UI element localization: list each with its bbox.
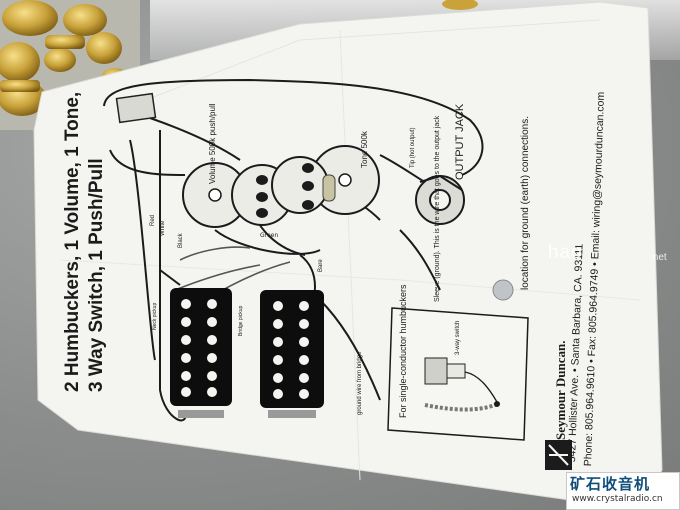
ground-wire-label: ground wire from bridge — [357, 351, 363, 415]
credit-name: 矿石收音机 — [570, 475, 651, 493]
wire-label-white: White — [160, 220, 166, 236]
wire-label-bare: Bare — [318, 259, 324, 272]
bridge-pickup-label: Bridge pickup — [238, 305, 244, 336]
sleeve-note: Sleeve (ground). This is the wire that g… — [434, 115, 441, 302]
ground-dot-icon — [492, 279, 514, 301]
wire-label-black: Black — [178, 233, 184, 248]
gold-part-top — [442, 0, 478, 10]
solder-note: location for ground (earth) connections. — [520, 116, 531, 290]
single-conductor-inset — [387, 307, 529, 441]
credit-badge — [566, 472, 680, 510]
tip-label: Tip (hot output) — [410, 127, 416, 168]
neck-pickup — [170, 288, 232, 418]
wire-label-red: Red — [150, 214, 156, 226]
tone-label: Tone 500k — [360, 131, 369, 168]
bridge-pickup — [260, 290, 324, 418]
switch-label: 3-way switch — [455, 320, 461, 355]
tone-capacitor — [322, 174, 336, 202]
watermark-text: hao — [548, 242, 583, 263]
output-jack-label: OUTPUT JACK — [454, 103, 466, 180]
output-jack — [415, 174, 465, 225]
neck-pickup-label: Neck pickup — [152, 302, 158, 330]
gold-tuners-image — [0, 0, 140, 130]
switch-box — [115, 92, 157, 124]
credit-url: www.crystalradio.cn — [572, 494, 663, 504]
diagram-title-line-2: 3 Way Switch, 1 Push/Pull — [86, 158, 107, 392]
single-conductor-heading: For single-conductor humbuckers — [398, 284, 408, 418]
seymour-duncan-logo — [545, 440, 572, 470]
solder-lugs — [256, 163, 314, 218]
diagram-title-line-1: 2 Humbuckers, 1 Volume, 1 Tone, — [62, 91, 83, 392]
tone-pot-2 — [271, 156, 329, 214]
volume-pot — [182, 162, 248, 228]
volume-label: Volume 500k push/pull — [208, 103, 217, 185]
wire-label-green: Green — [260, 232, 279, 239]
watermark-suffix: .net — [650, 252, 667, 263]
